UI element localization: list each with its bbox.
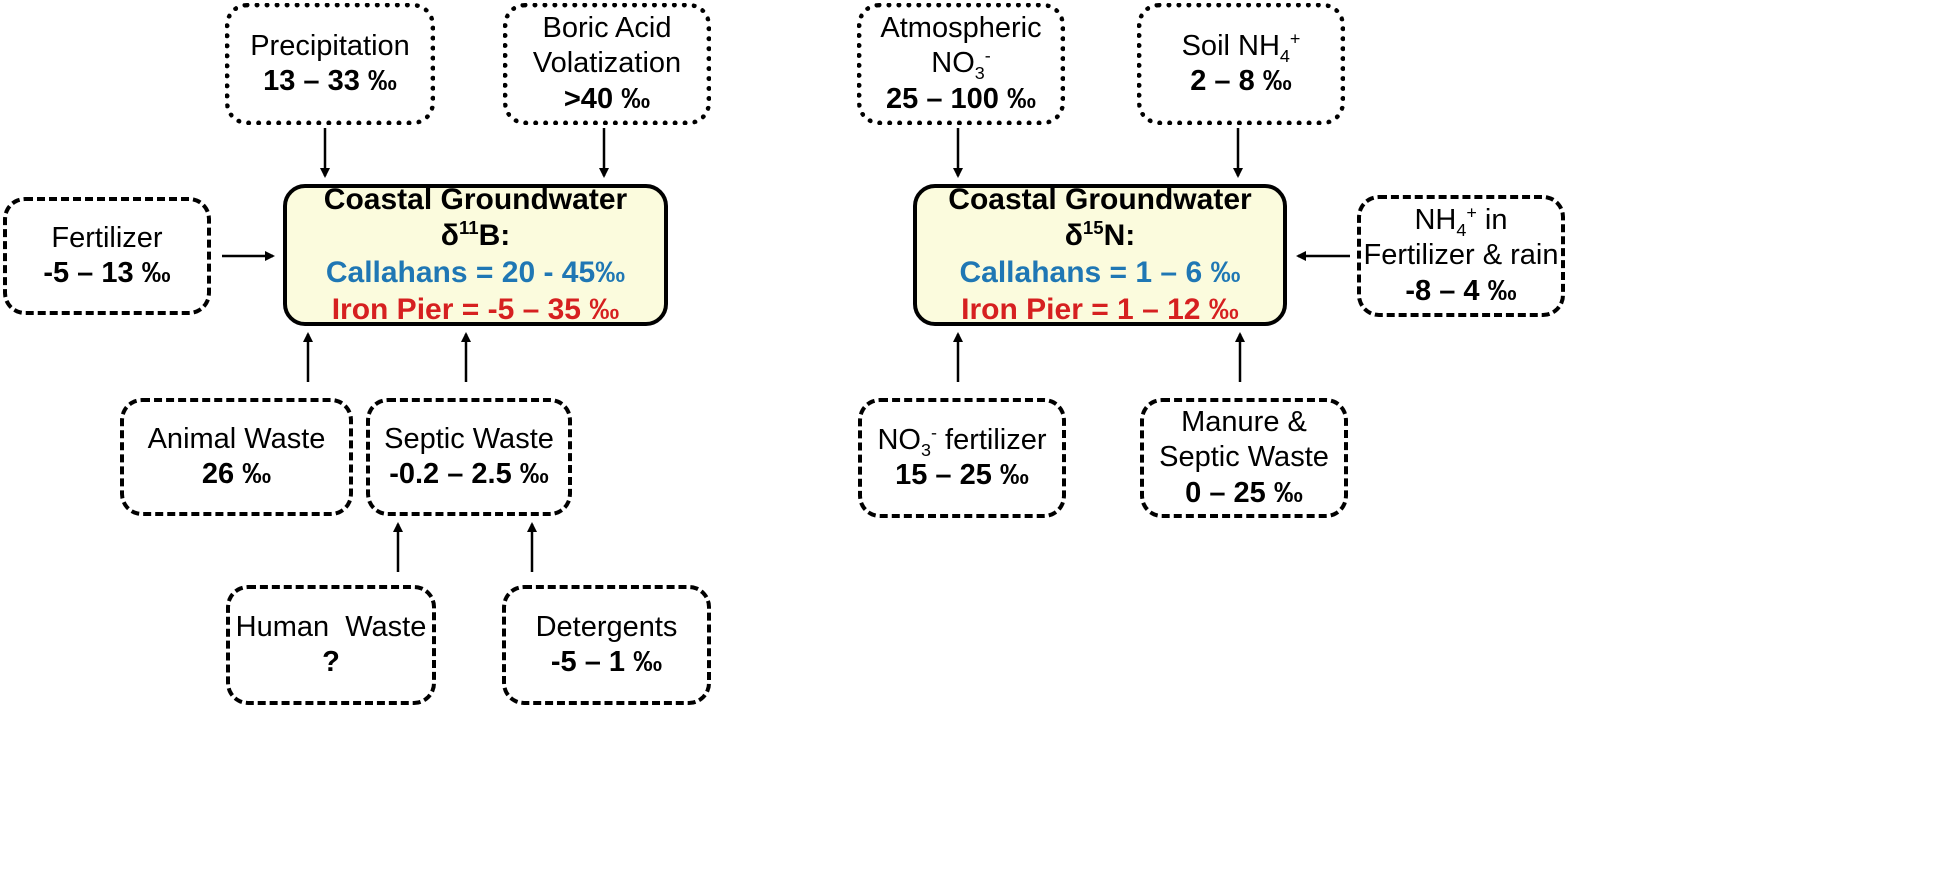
no3-fertilizer-value: 15 – 25 ‰	[895, 459, 1029, 491]
nitrogen-center-box: Coastal Groundwater δ15N: Callahans = 1 …	[913, 182, 1287, 326]
atmospheric-label-line2: NO3-	[931, 45, 991, 84]
human-waste-value: ?	[322, 646, 340, 678]
manure-value: 0 – 25 ‰	[1185, 476, 1303, 509]
septic-waste-box: Septic Waste -0.2 – 2.5 ‰	[366, 398, 572, 516]
animal-waste-box: Animal Waste 26 ‰	[120, 398, 353, 516]
septic-waste-label: Septic Waste	[384, 422, 554, 455]
nitrogen-callahans-range: Callahans = 1 – 6 ‰	[959, 256, 1241, 289]
human-waste-label: Human Waste	[235, 610, 427, 643]
precipitation-value: 13 – 33 ‰	[263, 65, 397, 97]
boron-center-title: Coastal Groundwater δ11B:	[323, 182, 628, 253]
nitrogen-center-title: Coastal Groundwater δ15N:	[948, 182, 1252, 253]
manure-label-line1: Manure &	[1181, 405, 1307, 438]
boron-iron-pier-range: Iron Pier = -5 – 35 ‰	[331, 292, 620, 326]
animal-waste-value: 26 ‰	[201, 458, 272, 490]
detergents-value: -5 – 1 ‰	[550, 646, 663, 678]
boron-callahans-range: Callahans = 20 - 45‰	[325, 256, 626, 289]
animal-waste-label: Animal Waste	[147, 422, 326, 455]
nh4-fertilizer-label-line2: Fertilizer & rain	[1363, 239, 1559, 272]
atmospheric-label-line1: Atmospheric	[880, 11, 1042, 44]
boric-acid-label-line2: Volatization	[532, 47, 682, 80]
fertilizer-label: Fertilizer	[51, 221, 163, 254]
manure-label-line2: Septic Waste	[1159, 441, 1329, 474]
septic-waste-value: -0.2 – 2.5 ‰	[389, 458, 549, 490]
fertilizer-value: -5 – 13 ‰	[43, 257, 171, 289]
soil-nh4-value: 2 – 8 ‰	[1190, 65, 1292, 97]
boron-center-box: Coastal Groundwater δ11B: Callahans = 20…	[283, 182, 668, 326]
boric-acid-label-line1: Boric Acid	[542, 11, 672, 44]
soil-nh4-box: Soil NH4+ 2 – 8 ‰	[1137, 3, 1345, 125]
atmospheric-value: 25 – 100 ‰	[886, 82, 1036, 115]
boric-acid-value: >40 ‰	[563, 82, 651, 115]
nitrogen-iron-pier-range: Iron Pier = 1 – 12 ‰	[961, 292, 1239, 326]
nh4-fertilizer-box: NH4+ in Fertilizer & rain -8 – 4 ‰	[1357, 195, 1565, 317]
nh4-fertilizer-label-line1: NH4+ in	[1414, 202, 1508, 240]
detergents-label: Detergents	[535, 610, 678, 643]
atmospheric-no3-box: Atmospheric NO3- 25 – 100 ‰	[857, 3, 1065, 125]
nh4-fertilizer-value: -8 – 4 ‰	[1405, 274, 1517, 307]
soil-nh4-label: Soil NH4+	[1181, 27, 1301, 66]
precipitation-label: Precipitation	[250, 29, 410, 62]
precipitation-box: Precipitation 13 – 33 ‰	[225, 3, 435, 125]
human-waste-box: Human Waste ?	[226, 585, 436, 705]
detergents-box: Detergents -5 – 1 ‰	[502, 585, 711, 705]
boric-acid-box: Boric Acid Volatization >40 ‰	[503, 3, 711, 125]
no3-fertilizer-box: NO3- fertilizer 15 – 25 ‰	[858, 398, 1066, 518]
manure-septic-box: Manure & Septic Waste 0 – 25 ‰	[1140, 398, 1348, 518]
no3-fertilizer-label: NO3- fertilizer	[877, 421, 1047, 460]
fertilizer-box: Fertilizer -5 – 13 ‰	[3, 197, 211, 315]
